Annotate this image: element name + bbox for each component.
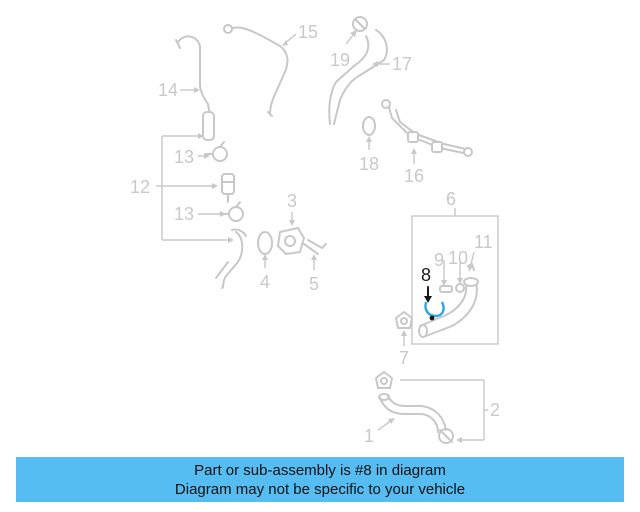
svg-text:10: 10 — [448, 248, 468, 268]
callout-3: 3 — [287, 191, 297, 226]
banner-line-2: Diagram may not be specific to your vehi… — [174, 481, 466, 498]
part-2-assembly — [400, 379, 488, 443]
callout-8: 8 — [421, 265, 432, 303]
callout-15: 15 — [282, 22, 318, 46]
svg-text:8: 8 — [421, 265, 431, 285]
part-5-hose — [303, 239, 327, 255]
callout-11: 11 — [474, 232, 493, 252]
part-4-o-ring — [257, 231, 273, 255]
svg-text:14: 14 — [158, 80, 178, 100]
svg-text:6: 6 — [446, 189, 456, 209]
callout-13-upper: 13 — [174, 147, 210, 167]
part-6-hose — [418, 277, 479, 338]
part-1-hose — [378, 393, 447, 433]
svg-text:18: 18 — [359, 154, 379, 174]
part-6-box — [411, 208, 499, 345]
svg-text:19: 19 — [330, 50, 350, 70]
part-17-tube — [328, 29, 388, 125]
svg-text:16: 16 — [404, 166, 424, 186]
part-15-hose — [223, 24, 289, 117]
callout-17: 17 — [372, 54, 412, 74]
part-12-lower-hose — [215, 228, 247, 289]
callout-9: 9 — [434, 250, 444, 270]
part-13-clamp-upper — [205, 141, 228, 162]
svg-text:5: 5 — [309, 274, 319, 294]
svg-text:9: 9 — [434, 250, 444, 270]
part-16-pipe — [381, 99, 473, 157]
part-12-fitting — [221, 173, 235, 203]
callout-2: 2 — [490, 400, 500, 420]
callout-4: 4 — [260, 254, 270, 292]
part-9-bolt — [439, 260, 453, 293]
info-banner: Part or sub-assembly is #8 in diagram Di… — [16, 457, 624, 502]
callout-12: 12 — [130, 177, 150, 197]
part-2-clamp — [438, 428, 454, 444]
callout-1: 1 — [364, 418, 395, 446]
callout-13-lower: 13 — [174, 204, 226, 224]
callout-14: 14 — [158, 80, 200, 100]
part-12-assembly — [156, 133, 234, 243]
svg-text:4: 4 — [260, 272, 270, 292]
svg-text:13: 13 — [174, 204, 194, 224]
part-10-clamp — [455, 262, 465, 293]
callout-10: 10 — [448, 248, 468, 268]
svg-text:15: 15 — [298, 22, 318, 42]
callout-18: 18 — [359, 136, 379, 174]
svg-text:7: 7 — [399, 348, 409, 368]
part-3-housing — [277, 227, 305, 255]
callout-7: 7 — [399, 330, 409, 368]
svg-text:1: 1 — [364, 426, 374, 446]
part-8-clamp — [424, 301, 445, 321]
callout-5: 5 — [309, 254, 319, 294]
callout-16: 16 — [404, 148, 424, 186]
part-14-pipe — [175, 35, 215, 141]
callout-19: 19 — [330, 30, 357, 70]
part-11-bracket — [467, 251, 475, 272]
svg-text:3: 3 — [287, 191, 297, 211]
svg-text:13: 13 — [174, 147, 194, 167]
part-13-clamp-lower — [221, 201, 244, 222]
svg-text:2: 2 — [490, 400, 500, 420]
part-7-cap — [395, 311, 413, 329]
banner-line-1: Part or sub-assembly is #8 in diagram — [194, 462, 446, 479]
callout-6: 6 — [446, 189, 456, 209]
part-19-cap — [352, 16, 368, 32]
part-18-o-ring — [362, 116, 376, 136]
part-2-cap — [375, 371, 393, 389]
svg-text:12: 12 — [130, 177, 150, 197]
svg-text:11: 11 — [474, 232, 493, 252]
svg-text:17: 17 — [392, 54, 412, 74]
